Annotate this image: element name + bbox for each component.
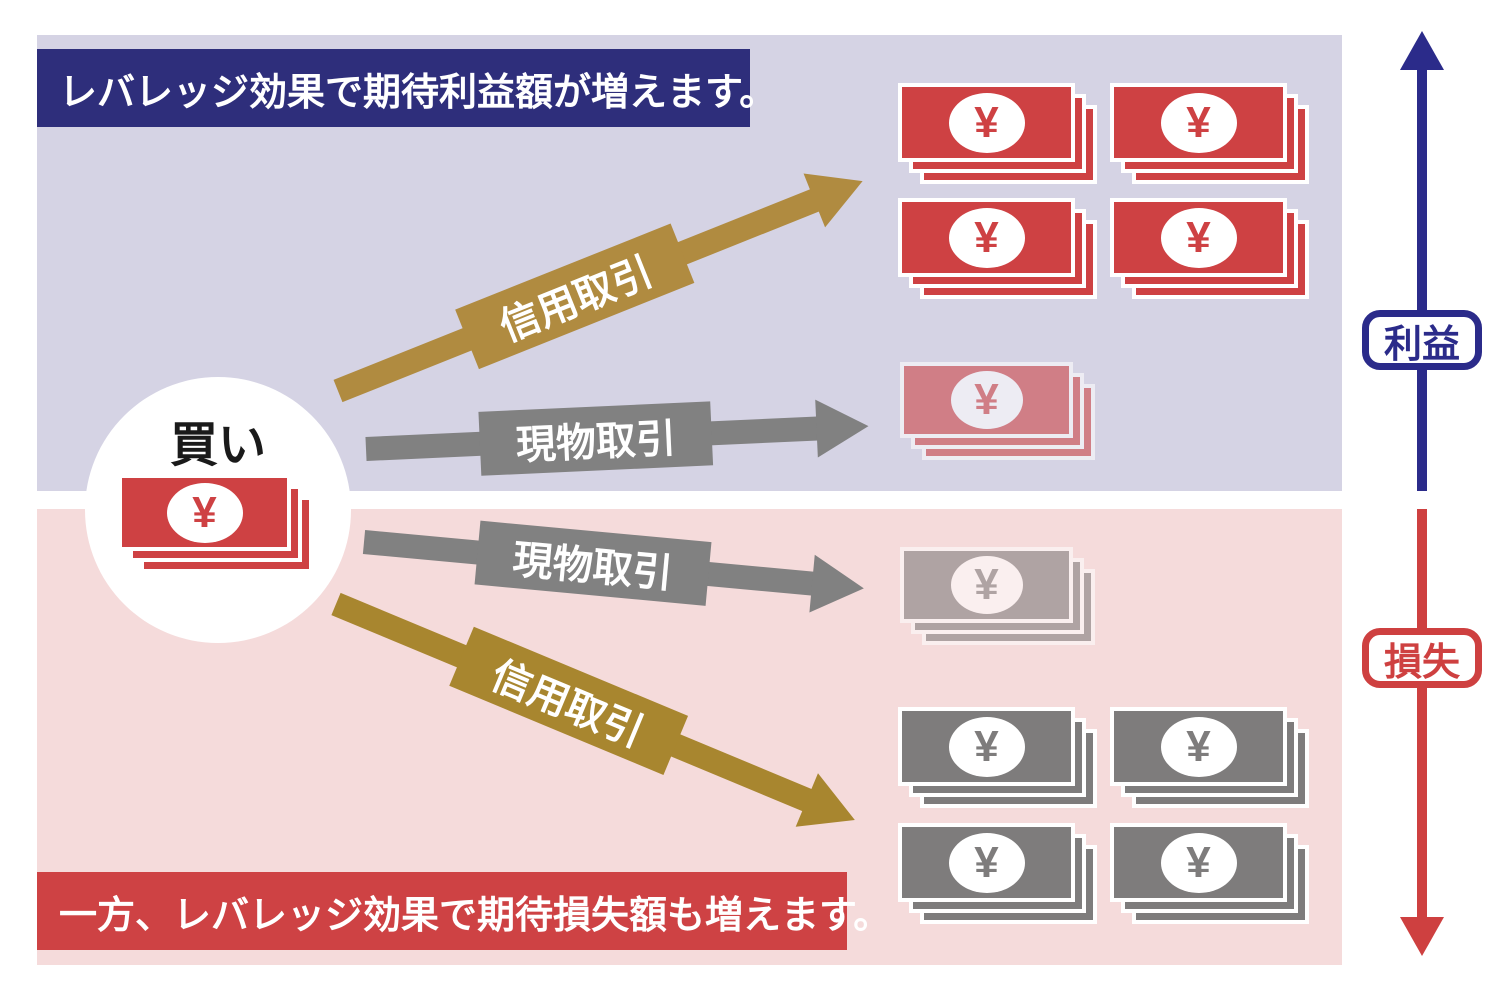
profit-badge: 利益 — [1362, 310, 1482, 370]
yen-coin-icon: ¥ — [166, 482, 243, 543]
yen-icon: ¥ — [1186, 837, 1211, 887]
loss-axis-line — [1417, 509, 1427, 919]
yen-coin-icon: ¥ — [1160, 92, 1237, 153]
loss-banner-text: 一方、レバレッジ効果で期待損失額も増えます。 — [59, 894, 892, 937]
yen-icon: ¥ — [1186, 721, 1211, 771]
profit-axis-line — [1417, 66, 1427, 491]
yen-coin-icon: ¥ — [1160, 832, 1237, 893]
yen-icon: ¥ — [974, 837, 999, 887]
spot-trading-label: 現物取引 — [478, 401, 714, 476]
yen-coin-icon: ¥ — [948, 92, 1025, 153]
profit-banner-text: レバレッジ効果で期待利益額が増えます。 — [59, 71, 778, 114]
profit-arrowhead-up-icon — [1400, 31, 1444, 70]
yen-coin-icon: ¥ — [950, 371, 1023, 429]
loss-badge-text: 損失 — [1383, 641, 1460, 684]
profit-banner: レバレッジ効果で期待利益額が増えます。 — [37, 49, 777, 127]
buy-label: 買い — [169, 419, 266, 472]
yen-icon: ¥ — [974, 212, 999, 262]
yen-coin-icon: ¥ — [1160, 207, 1237, 268]
yen-coin-icon: ¥ — [1160, 716, 1237, 777]
yen-coin-icon: ¥ — [948, 207, 1025, 268]
loss-banner: 一方、レバレッジ効果で期待損失額も増えます。 — [37, 872, 891, 950]
arrowhead-right-icon — [815, 397, 870, 458]
yen-icon: ¥ — [1186, 212, 1211, 262]
arrowhead-right-icon — [809, 554, 867, 618]
yen-coin-icon: ¥ — [948, 832, 1025, 893]
yen-icon: ¥ — [974, 721, 999, 771]
yen-coin-icon: ¥ — [950, 556, 1023, 614]
loss-badge: 損失 — [1362, 628, 1482, 688]
yen-icon: ¥ — [974, 375, 999, 424]
bill-front: ¥ — [118, 474, 291, 551]
yen-icon: ¥ — [974, 97, 999, 147]
yen-icon: ¥ — [192, 487, 217, 537]
loss-arrowhead-down-icon — [1400, 917, 1444, 956]
profit-badge-text: 利益 — [1383, 323, 1460, 366]
yen-coin-icon: ¥ — [948, 716, 1025, 777]
yen-icon: ¥ — [974, 560, 999, 609]
yen-icon: ¥ — [1186, 97, 1211, 147]
